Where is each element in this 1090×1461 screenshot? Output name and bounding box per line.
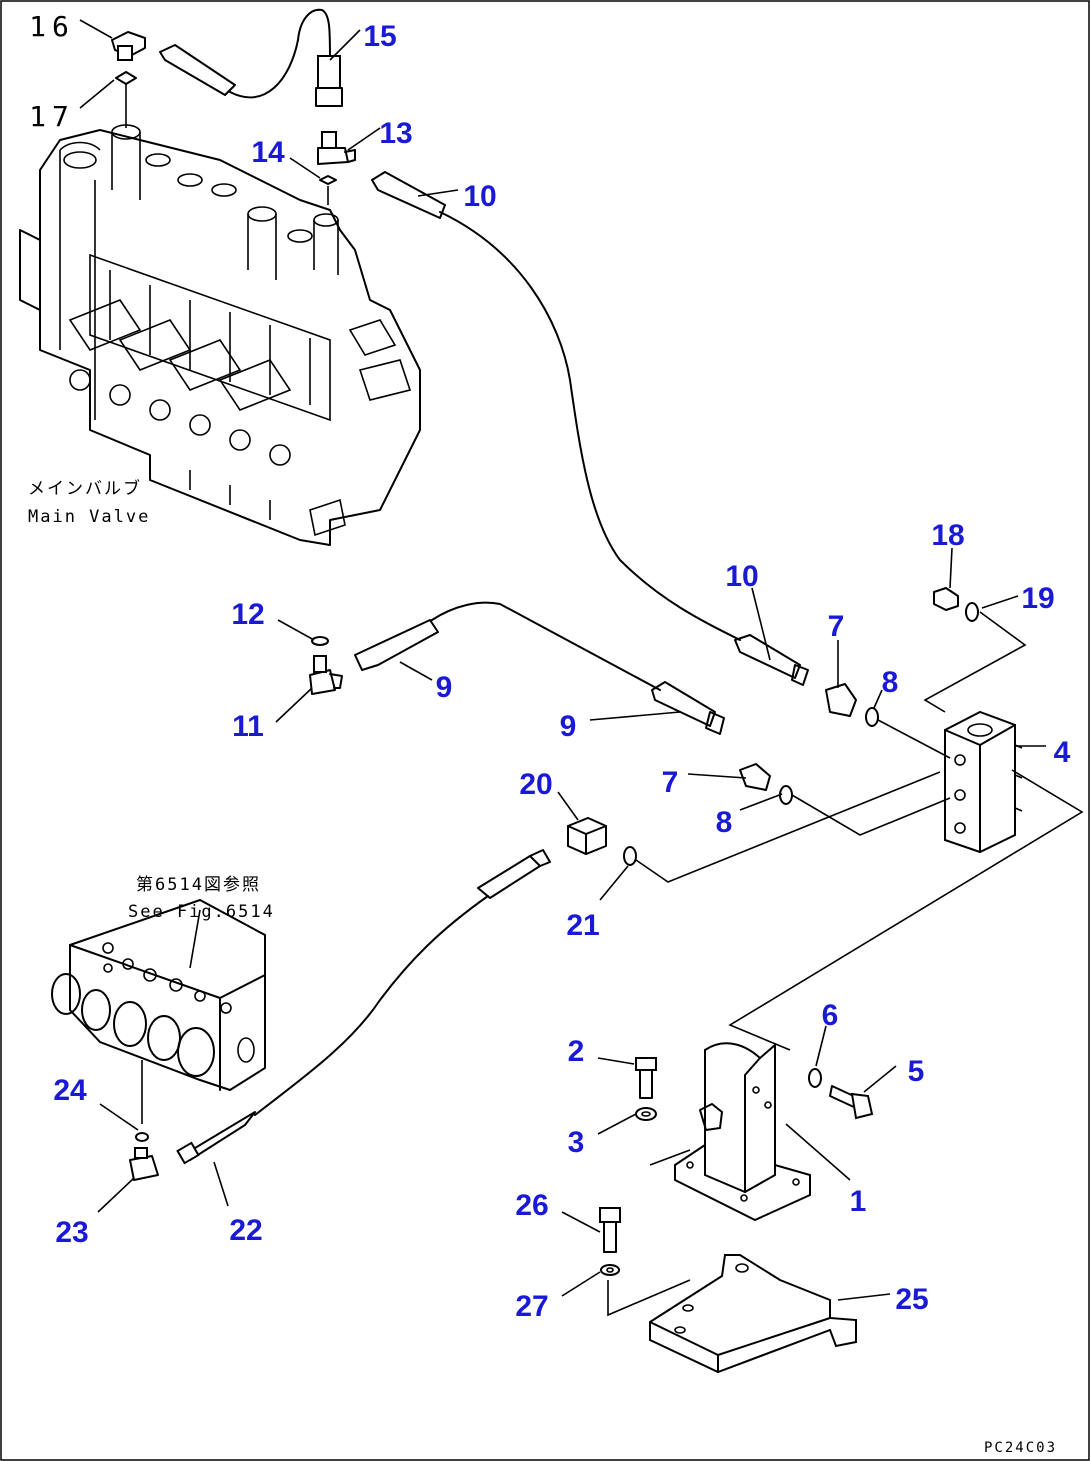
bolt-2: [635, 1057, 657, 1099]
callout-c24: 24: [53, 1074, 87, 1107]
callout-c18: 18: [931, 519, 964, 552]
washer-3: [635, 1107, 657, 1121]
plate-25: [649, 1254, 857, 1374]
hose-10-bottom: [734, 634, 809, 686]
elbow-7-lower: [739, 763, 771, 791]
fitting-20: [567, 816, 607, 856]
see-fig-label-en: See Fig.6514: [128, 902, 275, 922]
callout-c26: 26: [515, 1189, 548, 1222]
leader-lines: [79, 19, 1046, 1301]
bolt-26: [599, 1207, 621, 1253]
hose-15: [159, 8, 343, 107]
callout-c19: 19: [1021, 582, 1054, 615]
o-ring-19: [965, 602, 979, 622]
callout-c27: 27: [515, 1290, 548, 1323]
callout-c4: 4: [1054, 736, 1071, 769]
washer-6: [808, 1068, 822, 1088]
callout-c10b: 10: [725, 560, 758, 593]
see-fig-label-jp: 第6514図参照: [136, 875, 261, 895]
elbow-23: [129, 1147, 159, 1181]
callout-c9b: 9: [560, 710, 577, 743]
o-ring-17: [115, 71, 137, 85]
bracket-1: [649, 1042, 811, 1222]
callout-c5: 5: [908, 1055, 925, 1088]
callout-c13: 13: [379, 117, 412, 150]
main-valve-label-jp: メインバルブ: [28, 478, 142, 499]
hose-10-top: [371, 171, 741, 641]
hose-22: [176, 849, 551, 1165]
fitting-18: [933, 587, 959, 611]
callout-c22: 22: [229, 1214, 262, 1247]
callout-c6: 6: [822, 999, 839, 1032]
callout-c2: 2: [568, 1035, 585, 1068]
o-ring-8-upper: [865, 707, 879, 727]
fitting-16: [111, 31, 146, 61]
callout-c9a: 9: [436, 671, 453, 704]
o-ring-21: [623, 846, 637, 866]
callout-c3: 3: [568, 1126, 585, 1159]
main-valve-label-en: Main Valve: [28, 507, 150, 527]
hose-9: [354, 601, 725, 735]
o-ring-24: [135, 1132, 149, 1142]
callout-c17: 17: [29, 100, 75, 133]
washer-27: [600, 1264, 620, 1276]
callout-c10a: 10: [463, 180, 496, 213]
callout-c7b: 7: [662, 766, 679, 799]
pipe-lines: [635, 611, 1084, 1051]
bolt-5: [829, 1085, 874, 1120]
valve-block-6514: [51, 898, 266, 1092]
callout-c14: 14: [251, 136, 285, 169]
callout-c25: 25: [895, 1283, 928, 1316]
drawing-code: PC24C03: [984, 1440, 1057, 1456]
callout-c15: 15: [363, 20, 396, 53]
callout-c8a: 8: [882, 666, 899, 699]
callout-c21: 21: [566, 909, 599, 942]
callout-c23: 23: [55, 1216, 88, 1249]
callout-c20: 20: [519, 768, 552, 801]
o-ring-12: [311, 636, 329, 646]
leader-27-plate: [607, 1279, 691, 1317]
callout-c7a: 7: [828, 610, 845, 643]
main-valve-drawing: [19, 124, 421, 546]
callout-c8b: 8: [716, 806, 733, 839]
elbow-7-upper: [825, 683, 857, 717]
elbow-11: [309, 655, 343, 695]
callout-c11: 11: [232, 710, 264, 743]
elbow-13: [317, 131, 356, 165]
callout-c12: 12: [231, 598, 264, 631]
manifold-block-4: [944, 710, 1023, 854]
callout-c16: 16: [29, 10, 75, 43]
callout-c1: 1: [850, 1185, 867, 1218]
o-ring-8-lower: [779, 785, 793, 805]
o-ring-14: [319, 175, 337, 185]
